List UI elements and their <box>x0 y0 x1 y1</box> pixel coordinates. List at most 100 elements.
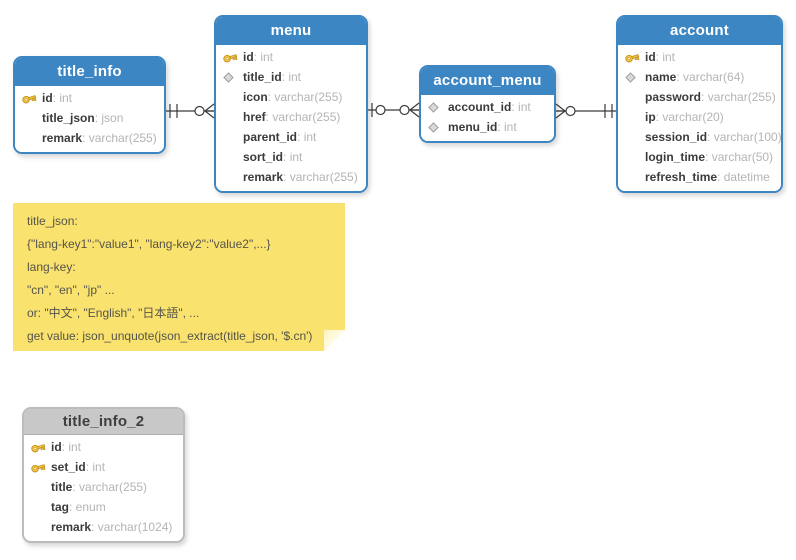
primary-key-icon <box>31 461 51 474</box>
field-type: varchar(255) <box>266 110 340 124</box>
field-row[interactable]: idint <box>618 47 781 67</box>
field-name: remark <box>51 520 92 534</box>
field-type: int <box>297 130 317 144</box>
field-row[interactable]: refresh_timedatetime <box>618 167 781 187</box>
field-name: tag <box>51 500 69 514</box>
primary-key-icon <box>22 92 42 105</box>
field-row[interactable]: hrefvarchar(255) <box>216 107 366 127</box>
table-account[interactable]: accountidintnamevarchar(64)passwordvarch… <box>616 15 783 193</box>
field-name: title <box>51 480 73 494</box>
field-name: icon <box>243 90 268 104</box>
field-type: varchar(255) <box>283 170 358 184</box>
field-type: datetime <box>717 170 770 184</box>
field-row[interactable]: idint <box>15 88 164 108</box>
foreign-key-diamond-icon <box>428 121 448 133</box>
field-name: title_json <box>42 111 95 125</box>
field-name: title_id <box>243 70 282 84</box>
field-row[interactable]: tagenum <box>24 497 183 517</box>
field-name: id <box>243 50 254 64</box>
field-row[interactable]: sort_idint <box>216 147 366 167</box>
field-type: int <box>53 91 72 105</box>
table-title[interactable]: title_info_2 <box>24 409 183 435</box>
field-row[interactable]: idint <box>24 437 183 457</box>
sticky-note-fold-corner <box>324 330 345 351</box>
field-type: varchar(1024) <box>91 520 173 534</box>
table-field-list: idinttitle_idinticonvarchar(255)hrefvarc… <box>216 45 366 191</box>
sticky-note-lines: title_json:{"lang-key1":"value1", "lang-… <box>27 210 331 348</box>
field-row[interactable]: idint <box>216 47 366 67</box>
field-row[interactable]: parent_idint <box>216 127 366 147</box>
field-type: varchar(255) <box>268 90 342 104</box>
field-row[interactable]: titlevarchar(255) <box>24 477 183 497</box>
field-row[interactable]: remarkvarchar(1024) <box>24 517 183 537</box>
field-type: int <box>254 50 273 64</box>
field-row[interactable]: menu_idint <box>421 117 554 137</box>
field-row[interactable]: passwordvarchar(255) <box>618 87 781 107</box>
field-name: id <box>51 440 62 454</box>
field-type: json <box>95 111 123 125</box>
field-type: int <box>282 70 301 84</box>
note-line: {"lang-key1":"value1", "lang-key2":"valu… <box>27 237 271 251</box>
field-name: set_id <box>51 460 86 474</box>
field-type: int <box>511 100 531 114</box>
note-line: get value: json_unquote(json_extract(tit… <box>27 329 313 343</box>
relationship-connector-title_info-menu[interactable] <box>166 98 215 124</box>
field-row[interactable]: title_idint <box>216 67 366 87</box>
table-title[interactable]: menu <box>216 17 366 45</box>
field-row[interactable]: account_idint <box>421 97 554 117</box>
field-row[interactable]: set_idint <box>24 457 183 477</box>
field-row[interactable]: iconvarchar(255) <box>216 87 366 107</box>
note-line: "cn", "en", "jp" ... <box>27 283 115 297</box>
field-row[interactable]: namevarchar(64) <box>618 67 781 87</box>
table-menu[interactable]: menuidinttitle_idinticonvarchar(255)href… <box>214 15 368 193</box>
field-name: sort_id <box>243 150 284 164</box>
field-name: login_time <box>645 150 706 164</box>
field-name: parent_id <box>243 130 298 144</box>
field-name: password <box>645 90 702 104</box>
field-row[interactable]: title_jsonjson <box>15 108 164 128</box>
field-type: int <box>497 120 517 134</box>
table-title[interactable]: account <box>618 17 781 45</box>
field-type: int <box>656 50 675 64</box>
field-type: enum <box>69 500 106 514</box>
field-row[interactable]: remarkvarchar(255) <box>216 167 366 187</box>
field-type: int <box>86 460 105 474</box>
field-name: remark <box>243 170 284 184</box>
field-name: href <box>243 110 266 124</box>
foreign-key-diamond-icon <box>223 71 243 83</box>
field-name: account_id <box>448 100 512 114</box>
field-row[interactable]: session_idvarchar(100) <box>618 127 781 147</box>
foreign-key-diamond-icon <box>625 71 645 83</box>
field-name: menu_id <box>448 120 498 134</box>
table-title[interactable]: title_info <box>15 58 164 86</box>
relationship-connector-account_menu-account[interactable] <box>555 98 616 124</box>
field-type: int <box>283 150 303 164</box>
table-field-list: idintnamevarchar(64)passwordvarchar(255)… <box>618 45 781 191</box>
sticky-note[interactable]: title_json:{"lang-key1":"value1", "lang-… <box>13 203 345 351</box>
field-name: name <box>645 70 677 84</box>
table-title_info_2[interactable]: title_info_2idintset_idinttitlevarchar(2… <box>22 407 185 543</box>
foreign-key-diamond-icon <box>428 101 448 113</box>
field-name: id <box>645 50 656 64</box>
primary-key-icon <box>625 51 645 64</box>
field-row[interactable]: remarkvarchar(255) <box>15 128 164 148</box>
note-line: or: "中文", "English", "日本語", ... <box>27 306 200 320</box>
table-field-list: idintset_idinttitlevarchar(255)tagenumre… <box>24 435 183 541</box>
field-name: id <box>42 91 53 105</box>
field-row[interactable]: login_timevarchar(50) <box>618 147 781 167</box>
field-type: varchar(100) <box>707 130 781 144</box>
field-name: refresh_time <box>645 170 718 184</box>
table-title[interactable]: account_menu <box>421 67 554 95</box>
field-type: varchar(255) <box>72 480 147 494</box>
primary-key-icon <box>31 441 51 454</box>
table-field-list: account_idintmenu_idint <box>421 95 554 141</box>
primary-key-icon <box>223 51 243 64</box>
table-title_info[interactable]: title_infoidinttitle_jsonjsonremarkvarch… <box>13 56 166 154</box>
relationship-connector-menu-account_menu[interactable] <box>368 97 420 123</box>
field-type: varchar(255) <box>82 131 157 145</box>
field-row[interactable]: ipvarchar(20) <box>618 107 781 127</box>
field-name: session_id <box>645 130 708 144</box>
field-name: remark <box>42 131 83 145</box>
